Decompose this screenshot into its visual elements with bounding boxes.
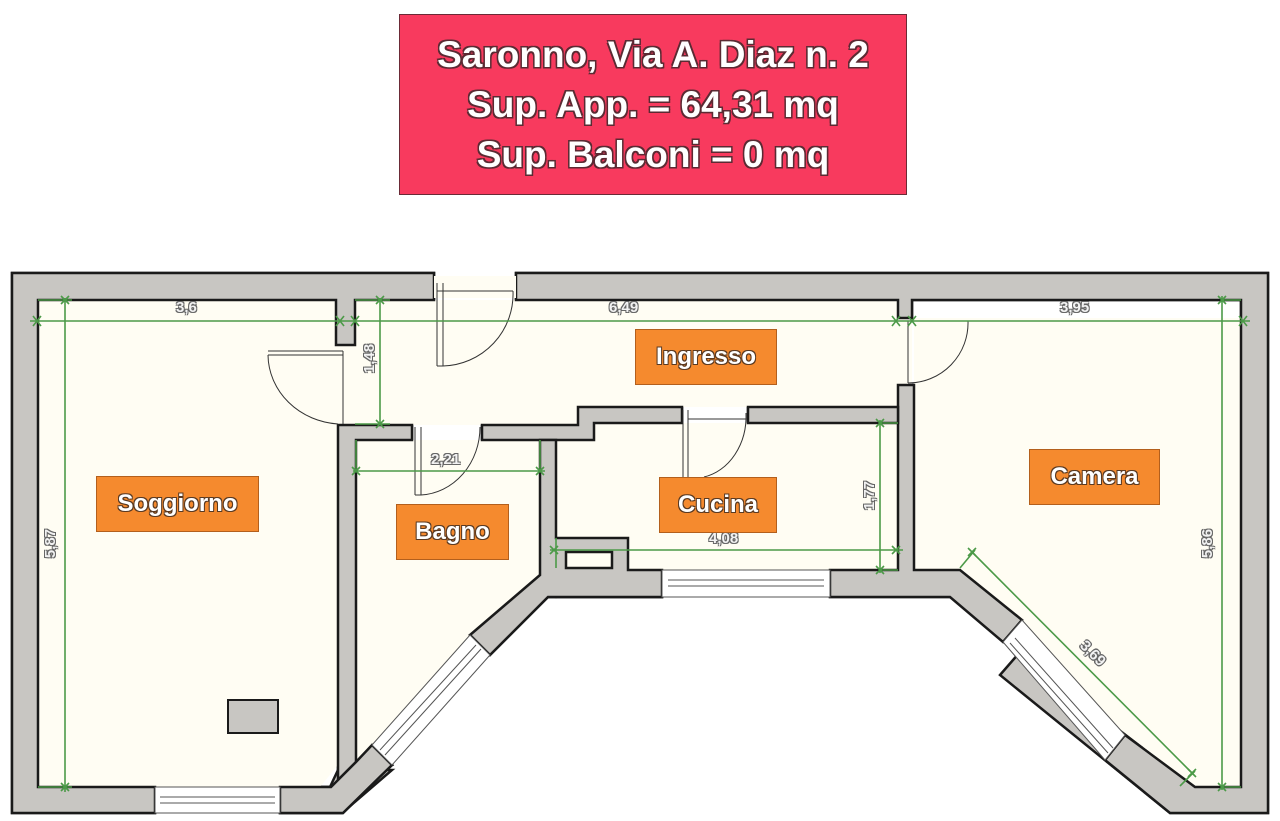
dimension-soggiorno-depth: 5,87: [42, 528, 60, 559]
dimension-lines: [30, 296, 1250, 792]
dimension-cucina-depth: 1,77: [861, 480, 879, 511]
column-block: [227, 699, 279, 734]
interior-doors: [267, 320, 969, 496]
apartment-area-text: Sup. App. = 64,31 mq: [467, 83, 839, 125]
dimension-soggiorno-width: 3,6: [176, 299, 197, 316]
room-label-bagno: Bagno: [396, 504, 509, 560]
property-title-box: Saronno, Via A. Diaz n. 2 Sup. App. = 64…: [399, 14, 907, 195]
dimension-ticks: [32, 295, 1248, 792]
balcony-area-text: Sup. Balconi = 0 mq: [476, 133, 830, 175]
dimension-ingresso-width: 6,49: [609, 299, 639, 316]
room-label-camera: Camera: [1029, 449, 1160, 505]
room-label-cucina: Cucina: [659, 477, 777, 533]
dimension-camera-width: 3,95: [1060, 299, 1090, 316]
dimension-ingresso-depth: 1,48: [361, 343, 379, 374]
windows: [154, 569, 1126, 814]
dimension-camera-depth: 5,86: [1199, 528, 1217, 559]
dimension-cucina-width: 4,08: [709, 530, 739, 547]
dimension-bagno-width: 2,21: [431, 451, 461, 468]
room-label-soggiorno: Soggiorno: [96, 476, 259, 532]
room-label-ingresso: Ingresso: [635, 329, 777, 385]
wall-outlines: [10, 271, 1270, 815]
entrance-door: [434, 276, 516, 367]
address-text: Saronno, Via A. Diaz n. 2: [437, 33, 869, 75]
